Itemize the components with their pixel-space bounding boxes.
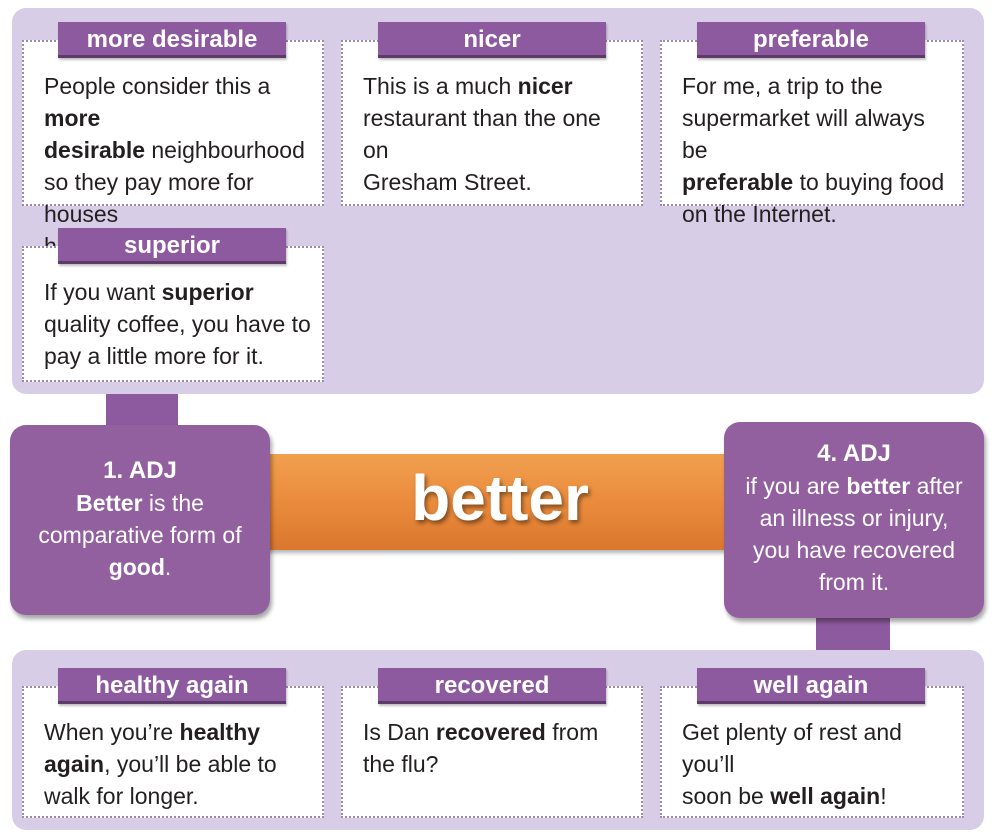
example-sentence: Is Dan recovered from the flu? [363,719,599,777]
sense-definition-line: if you are better after [745,473,963,499]
synonym-tab-superior: superior [58,228,286,264]
synonym-tab-nicer: nicer [378,22,606,58]
synonym-card-healthy-again: When you’re healthy again, you’ll be abl… [22,686,324,818]
example-sentence: For me, a trip to the supermarket will a… [682,73,945,227]
sense-definition-line: Better is the [76,490,204,516]
synonym-tab-healthy-again: healthy again [58,668,286,704]
sense-box-4: 4. ADJ if you are better after an illnes… [724,422,984,618]
synonym-card-recovered: Is Dan recovered from the flu? [341,686,643,818]
synonym-tab-recovered: recovered [378,668,606,704]
sense-definition-line: you have recovered [752,537,955,563]
sense-number: 1. ADJ [103,457,177,484]
headword-bar [240,454,760,550]
sense-number: 4. ADJ [817,440,891,467]
sense-definition-line: good. [108,554,172,580]
synonym-card-more-desirable: People consider this a more desirable ne… [22,40,324,259]
example-sentence: Get plenty of rest and you’ll soon be we… [682,719,902,809]
connector-sense4 [816,618,890,652]
synonym-card-preferable: For me, a trip to the supermarket will a… [660,40,964,227]
headword: better [411,462,589,534]
synonym-tab-more-desirable: more desirable [58,22,286,58]
sense-definition-line: from it. [818,569,890,595]
sense-box-1: 1. ADJ Better is the comparative form of… [10,425,270,615]
example-sentence: This is a much nicer restaurant than the… [363,73,601,195]
sense-definition-line: an illness or injury, [759,505,949,531]
synonym-tab-preferable: preferable [697,22,925,58]
synonym-card-nicer: This is a much nicer restaurant than the… [341,40,643,206]
example-sentence: When you’re healthy again, you’ll be abl… [44,719,277,809]
sense-definition-line: comparative form of [38,522,242,548]
synonym-card-superior: If you want superior quality coffee, you… [22,246,324,382]
example-sentence: If you want superior quality coffee, you… [44,279,311,369]
synonym-tab-well-again: well again [697,668,925,704]
connector-sense1 [106,394,178,428]
synonym-card-well-again: Get plenty of rest and you’ll soon be we… [660,686,964,818]
